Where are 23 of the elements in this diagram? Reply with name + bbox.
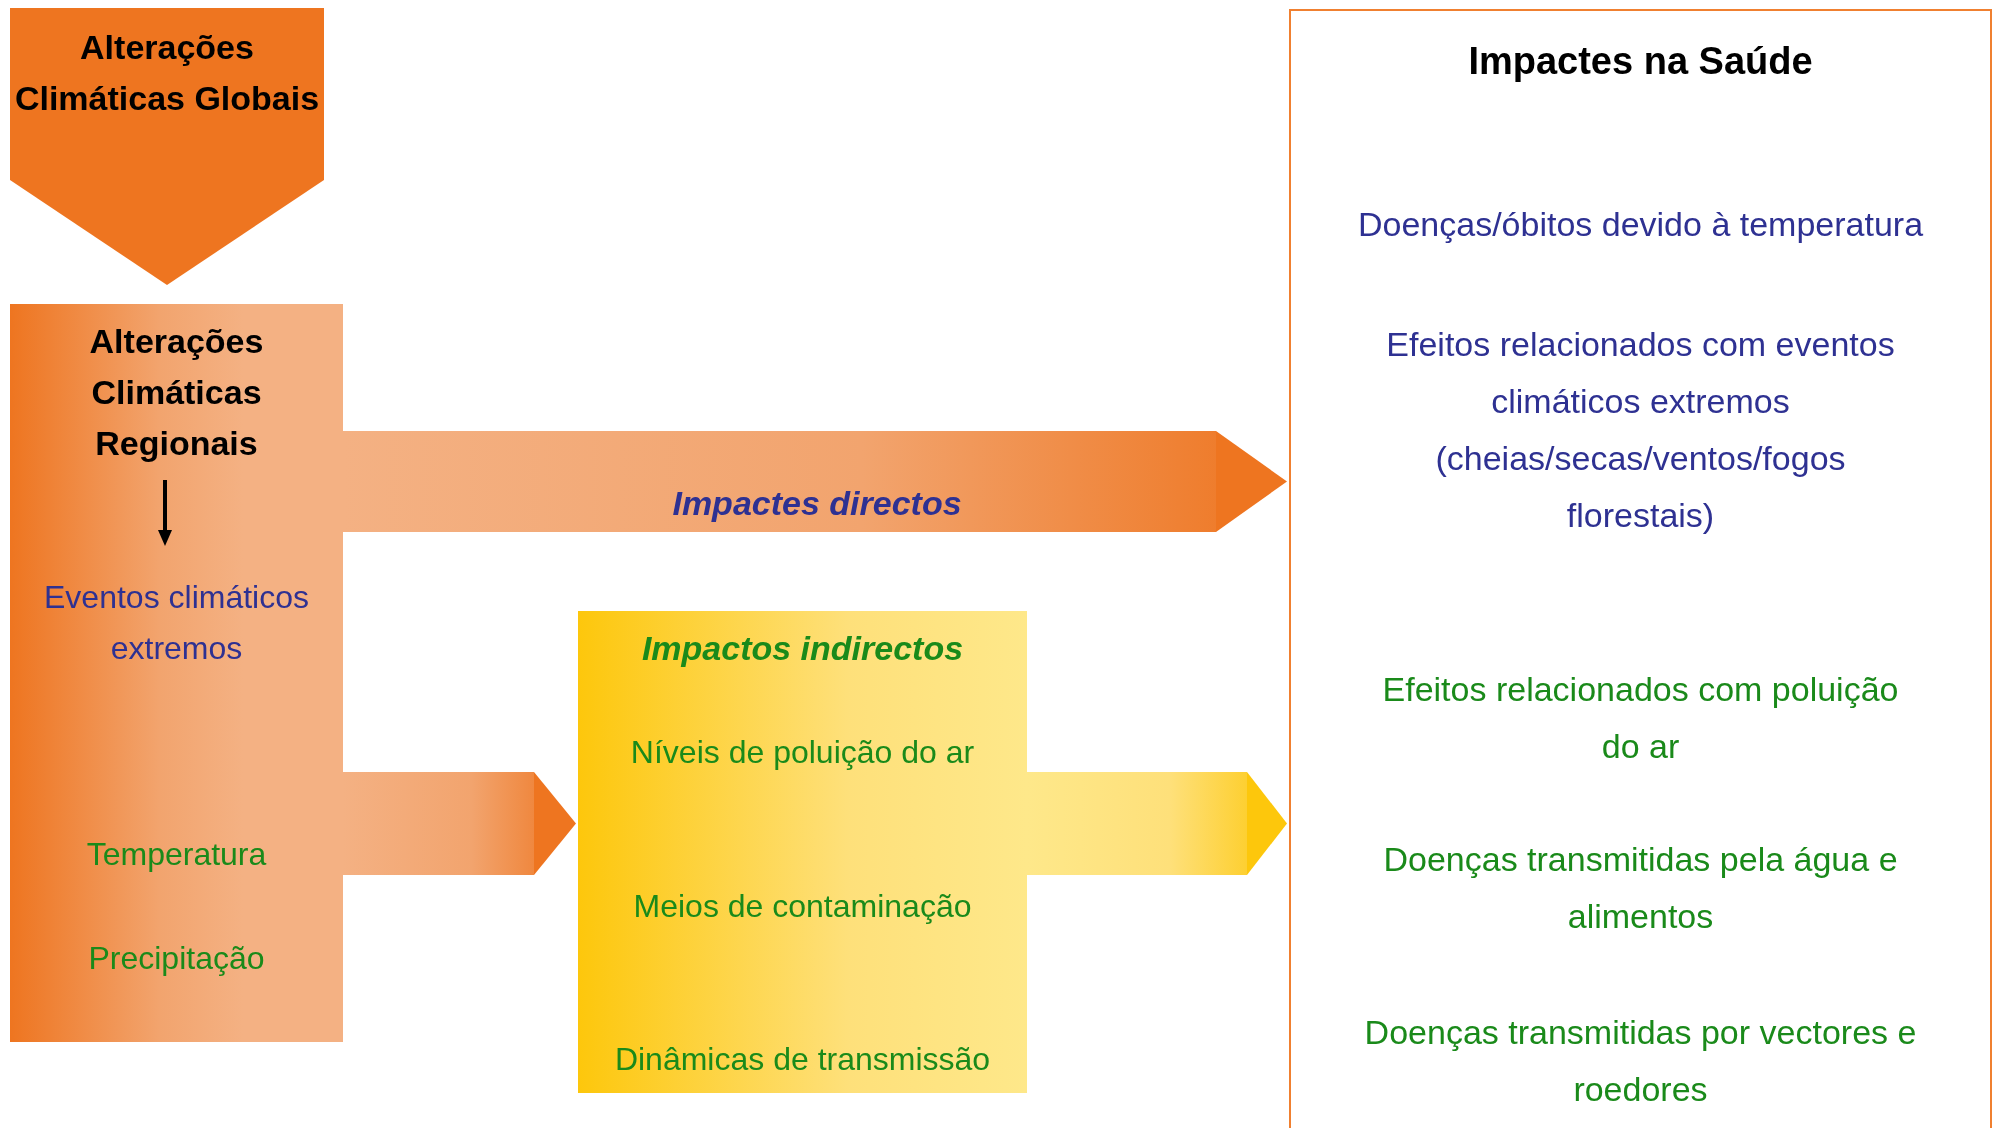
heading: Impactos indirectos — [640, 628, 965, 669]
text-label: Níveis de poluição do ar — [629, 733, 976, 772]
text-label: Temperatura — [85, 835, 268, 874]
edge-label: Impactes directos — [672, 483, 962, 524]
text-label: Eventos climáticos extremos — [43, 578, 310, 668]
text-label: Doenças/óbitos devido à temperatura — [1356, 204, 1925, 245]
text-label: Efeitos relacionados com poluição do ar — [1381, 669, 1900, 767]
heading: Alterações Climáticas Globais — [13, 27, 321, 119]
gradient-box — [578, 611, 1027, 1093]
block-arrow — [343, 431, 1287, 532]
heading: Impactes na Saúde — [1467, 39, 1814, 84]
text-label: Efeitos relacionados com eventos climáticos extremos (cheias/secas/ventos/fogos florestais) — [1385, 324, 1896, 536]
text-label: Doenças transmitidas pela água e alimentos — [1382, 839, 1899, 937]
text-label: Dinâmicas de transmissão — [613, 1040, 992, 1079]
outcome-panel — [1289, 9, 1992, 1128]
heading: Alterações Climáticas Regionais — [88, 321, 265, 464]
down-arrow-shape — [10, 8, 324, 285]
text-label: Doenças transmitidas por vectores e roedores — [1363, 1012, 1918, 1110]
gradient-box — [10, 304, 343, 1042]
block-arrow — [1027, 772, 1287, 875]
text-label: Precipitação — [87, 939, 266, 978]
text-label: Meios de contaminação — [632, 887, 973, 926]
block-arrow — [343, 772, 576, 875]
